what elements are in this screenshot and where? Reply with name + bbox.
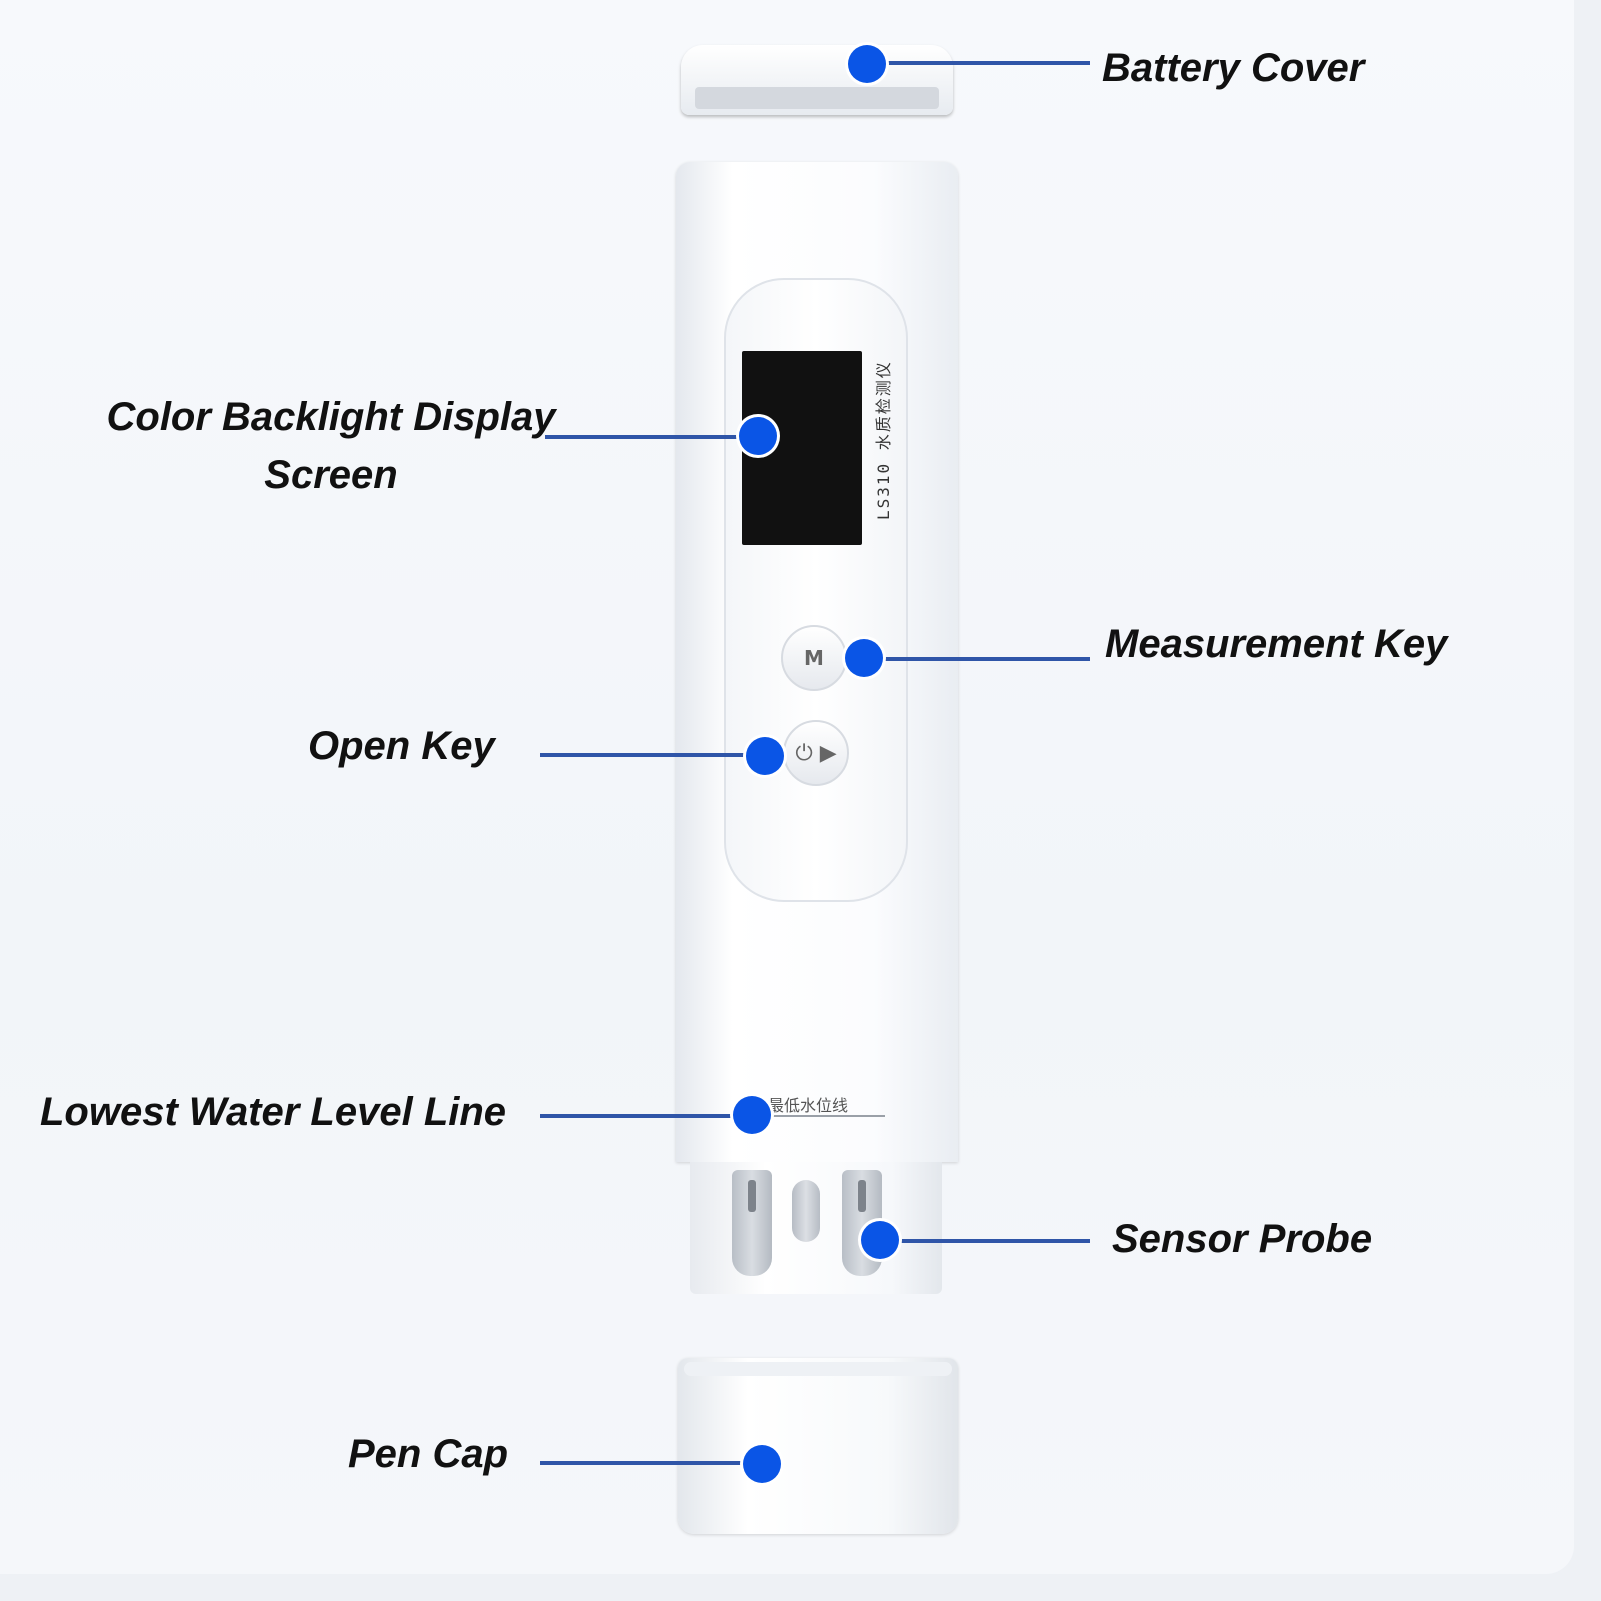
pen-cap-rim — [684, 1362, 952, 1376]
battery-cover-dot — [848, 45, 886, 83]
water-level-text: 最低水位线 — [768, 1096, 849, 1115]
pen-cap-label: Pen Cap — [348, 1432, 509, 1476]
measurement-key-leader — [880, 657, 1090, 661]
pen-cap-part — [678, 1358, 958, 1534]
electrode-slot — [748, 1180, 756, 1212]
display-label-line2: Screen — [264, 453, 398, 497]
electrode-slot — [858, 1180, 866, 1212]
battery-cover-part — [681, 45, 953, 115]
pen-cap-dot — [743, 1445, 781, 1483]
water-level-dot — [733, 1096, 771, 1134]
electrode-center — [792, 1180, 820, 1242]
open-key-button: ⏻ ▶ — [783, 720, 849, 786]
diagram-stage: LS310 水质检测仪 M ⏻ ▶ 最低水位线 Battery Cover Co… — [0, 0, 1574, 1574]
model-text: LS310 水质检测仪 — [874, 360, 893, 520]
water-level-mark — [755, 1115, 885, 1117]
display-label-line1: Color Backlight Display — [106, 395, 556, 439]
measurement-key-button: M — [781, 625, 847, 691]
display-leader — [545, 435, 757, 439]
open-key-leader — [540, 753, 764, 757]
pen-cap-leader — [540, 1461, 762, 1465]
display-dot — [739, 417, 777, 455]
measure-button-glyph: M — [804, 646, 824, 670]
water-level-leader — [540, 1114, 750, 1118]
display-label: Color Backlight Display Screen — [96, 388, 566, 504]
water-level-label: Lowest Water Level Line — [40, 1090, 507, 1134]
sensor-probe-dot — [861, 1221, 899, 1259]
open-key-dot — [746, 737, 784, 775]
battery-cover-label: Battery Cover — [1102, 46, 1365, 90]
power-icon: ⏻ ▶ — [795, 740, 837, 766]
battery-cover-leader — [868, 61, 1090, 65]
battery-cover-inner — [695, 87, 939, 109]
measurement-key-label: Measurement Key — [1105, 622, 1448, 666]
open-key-label: Open Key — [308, 724, 495, 768]
electrode-left — [732, 1170, 772, 1276]
measurement-key-dot — [845, 639, 883, 677]
sensor-probe-label: Sensor Probe — [1112, 1217, 1373, 1261]
sensor-probe-leader — [896, 1239, 1090, 1243]
